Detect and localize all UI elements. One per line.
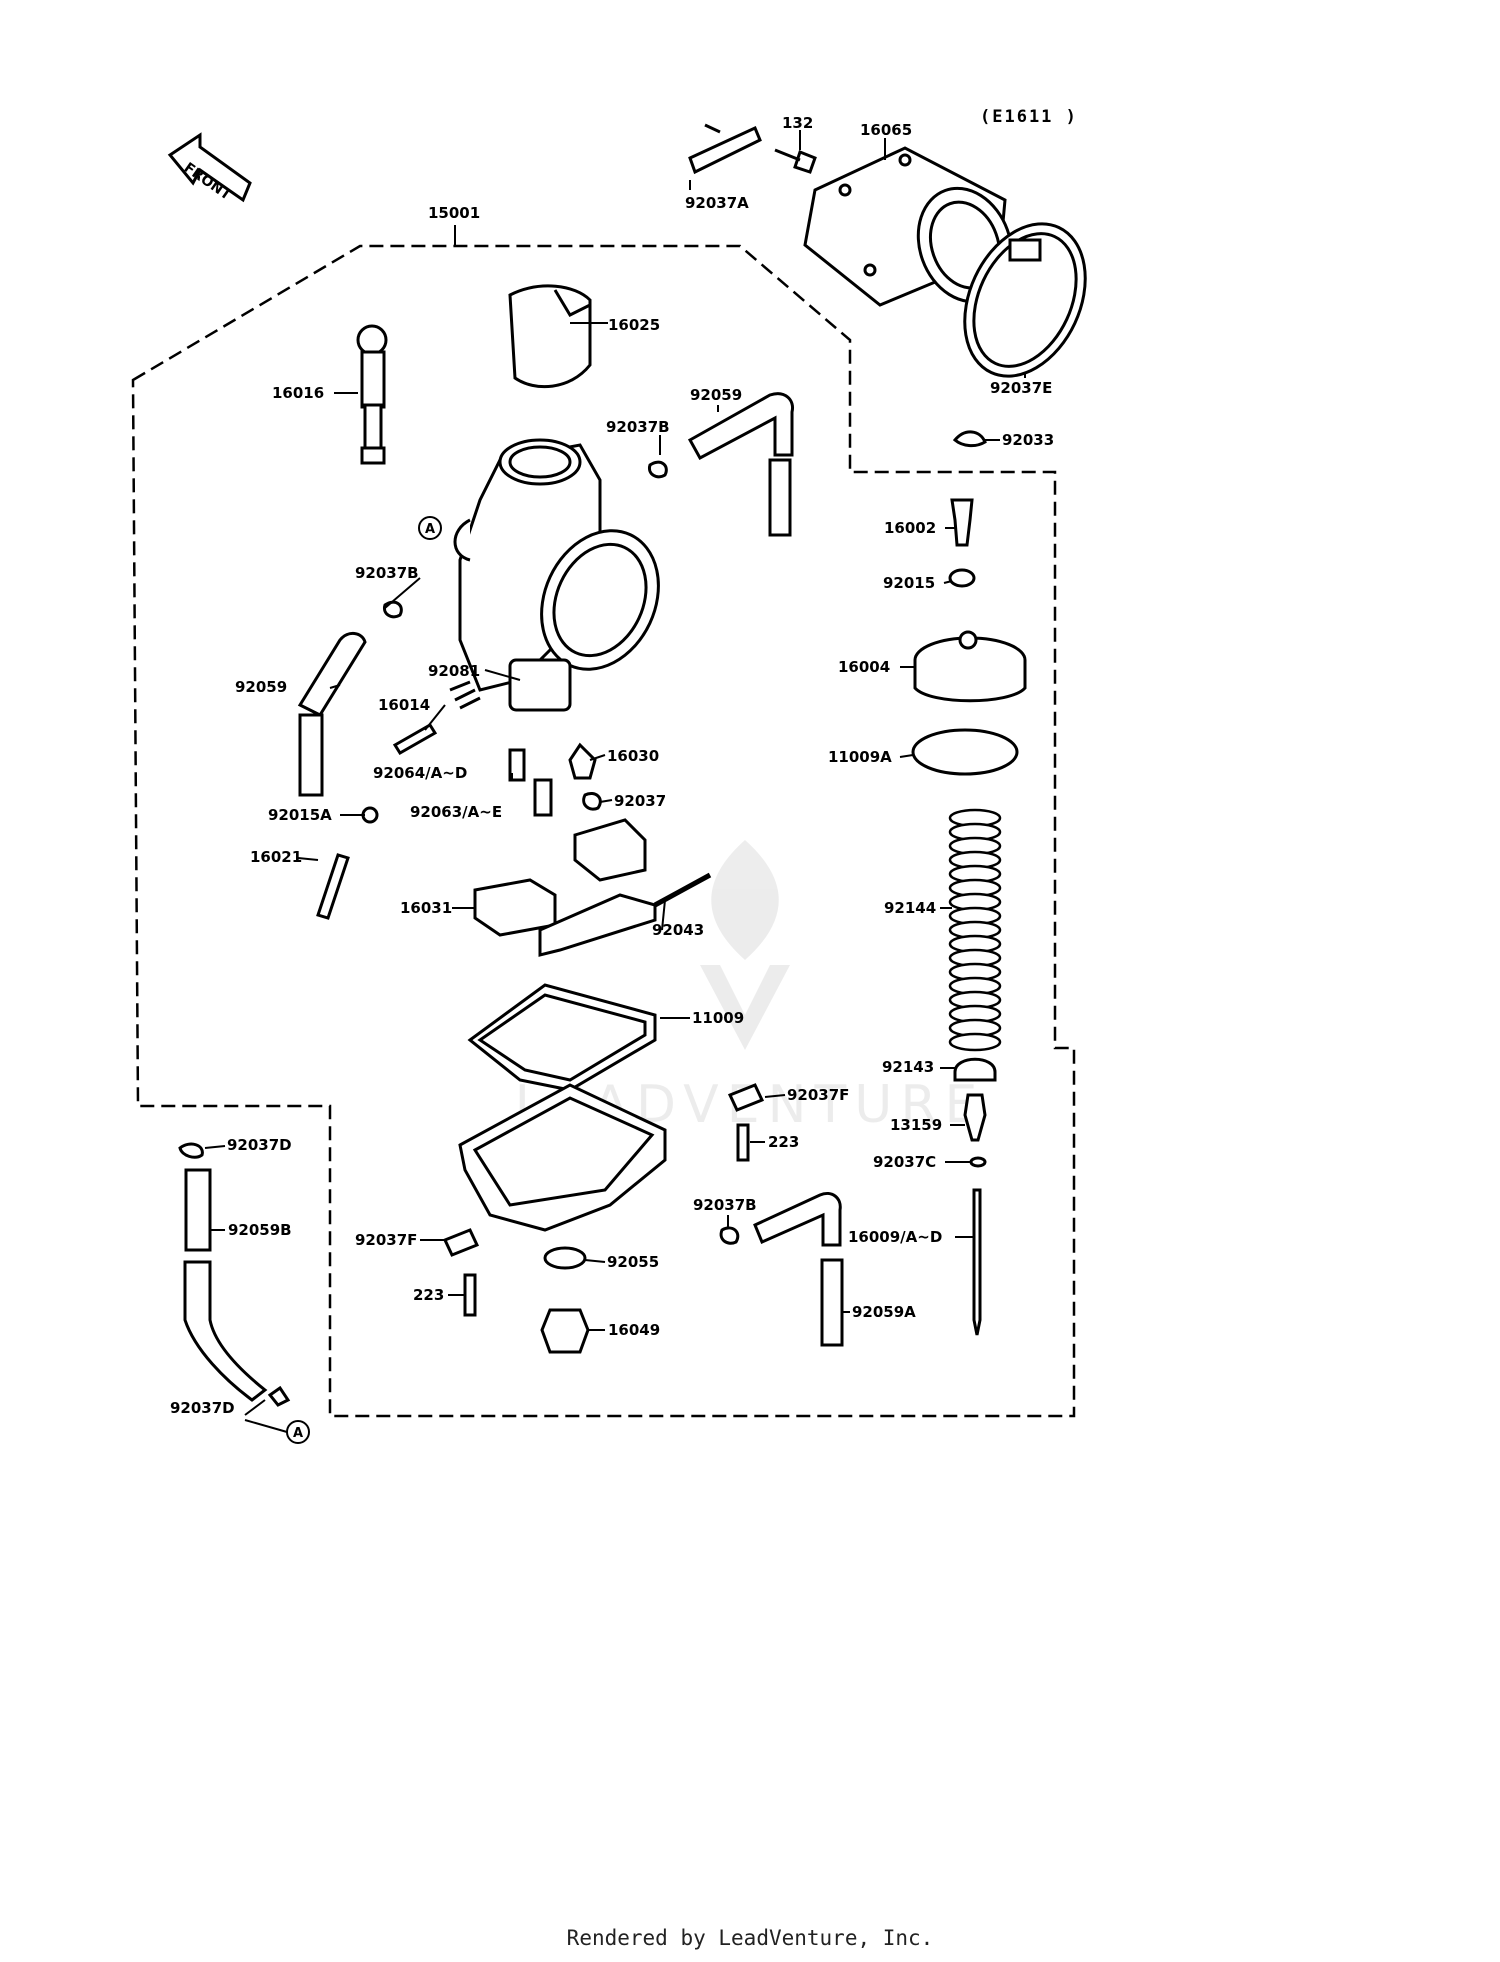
clip-92037d-top	[178, 1142, 204, 1159]
jet-92064	[508, 748, 526, 782]
washer-92015	[948, 568, 976, 588]
label-16031: 16031	[400, 899, 452, 917]
screw-16002	[950, 498, 974, 547]
callout-a-bottom-label: A	[293, 1426, 303, 1441]
holder-16065	[803, 146, 1014, 307]
seat-92143	[953, 1057, 997, 1082]
callout-a-top: A	[418, 516, 442, 540]
label-92059-left: 92059	[235, 678, 287, 696]
part-labels: 132 16065 92037A 15001 16025 92037E 1601…	[170, 114, 1054, 1417]
label-16049: 16049	[608, 1321, 660, 1339]
label-92055: 92055	[607, 1253, 659, 1271]
label-92037d-top: 92037D	[227, 1136, 292, 1154]
label-92037d-bot: 92037D	[170, 1399, 235, 1417]
plug-16049	[540, 1308, 590, 1354]
jet-92063	[533, 778, 553, 817]
diagram-code: (E1611 )	[980, 107, 1078, 127]
label-92059-top: 92059	[690, 386, 742, 404]
label-92144: 92144	[884, 899, 936, 917]
label-92037b-mid: 92037B	[355, 564, 419, 582]
label-92081: 92081	[428, 662, 480, 680]
carburetor-body	[453, 438, 660, 712]
label-16021: 16021	[250, 848, 302, 866]
clip-92033	[952, 430, 987, 448]
pin-92043	[653, 872, 712, 908]
needle-valve-16030	[568, 742, 597, 780]
label-16030: 16030	[607, 747, 659, 765]
label-11009: 11009	[692, 1009, 744, 1027]
o-ring-11009a	[911, 728, 1019, 776]
footer-credit: Rendered by LeadVenture, Inc.	[566, 1926, 934, 1950]
label-92059a: 92059A	[852, 1303, 916, 1321]
label-92015: 92015	[883, 574, 935, 592]
clamp-92037e	[963, 222, 1087, 378]
label-16004: 16004	[838, 658, 890, 676]
label-13159: 13159	[890, 1116, 942, 1134]
label-92037a: 92037A	[685, 194, 749, 212]
clip-92037	[582, 792, 602, 811]
washer-92015a	[361, 806, 379, 824]
leader-lines	[204, 130, 1026, 1433]
bolt-223-right	[736, 1123, 750, 1162]
label-16014: 16014	[378, 696, 430, 714]
label-92059b: 92059B	[228, 1221, 292, 1239]
float-bowl	[458, 1083, 667, 1232]
label-92037b-bot: 92037B	[693, 1196, 757, 1214]
holder-13159	[963, 1093, 987, 1142]
spring-92081	[449, 680, 481, 710]
clip-92037a	[688, 125, 762, 175]
callout-a-bottom: A	[286, 1420, 310, 1444]
label-16025: 16025	[608, 316, 660, 334]
clip-92037b-top	[647, 460, 668, 479]
clip-92037f-right	[727, 1083, 765, 1112]
bolt-132	[774, 148, 817, 174]
label-92063: 92063/A~E	[410, 803, 502, 821]
cap-16004	[913, 630, 1027, 703]
label-92037c: 92037C	[873, 1153, 936, 1171]
label-92015a: 92015A	[268, 806, 332, 824]
label-16002: 16002	[884, 519, 936, 537]
clip-92037f-left	[442, 1228, 480, 1257]
screw-16021	[316, 853, 350, 920]
label-16009: 16009/A~D	[848, 1228, 942, 1246]
clip-92037c	[969, 1156, 987, 1168]
float-16031	[473, 818, 657, 957]
label-15001: 15001	[428, 204, 480, 222]
assembly-boundary	[131, 244, 1076, 1418]
screw-16016	[356, 324, 388, 465]
label-92033: 92033	[1002, 431, 1054, 449]
label-223-left: 223	[413, 1286, 444, 1304]
clip-92037b-mid	[382, 600, 403, 619]
callout-a-top-label: A	[425, 522, 435, 537]
label-223-right: 223	[768, 1133, 799, 1151]
label-92037f-right: 92037F	[787, 1086, 849, 1104]
label-132: 132	[782, 114, 813, 132]
label-92143: 92143	[882, 1058, 934, 1076]
hose-92059-left	[297, 632, 367, 717]
label-92037b-top: 92037B	[606, 418, 670, 436]
label-92037: 92037	[614, 792, 666, 810]
label-11009a: 11009A	[828, 748, 892, 766]
throttle-slide-16025	[508, 284, 592, 389]
clip-92037b-bot	[719, 1226, 740, 1245]
clip-92037d-bot	[267, 1385, 291, 1407]
parts-artwork	[178, 123, 1087, 1407]
bolt-223-left	[463, 1273, 477, 1317]
label-92037f-left: 92037F	[355, 1231, 417, 1249]
hose-92059b	[184, 1168, 212, 1252]
spring-92144	[948, 808, 1002, 1052]
front-arrow-icon: FRONT	[167, 132, 252, 204]
label-16065: 16065	[860, 121, 912, 139]
label-92037e: 92037E	[990, 379, 1052, 397]
label-92043: 92043	[652, 921, 704, 939]
label-16016: 16016	[272, 384, 324, 402]
needle-16009	[972, 1188, 982, 1336]
jet-16014	[392, 722, 438, 756]
label-92064: 92064/A~D	[373, 764, 467, 782]
o-ring-92055	[543, 1246, 587, 1270]
hose-92059-top	[687, 392, 795, 461]
hose-92059a	[753, 1192, 842, 1247]
